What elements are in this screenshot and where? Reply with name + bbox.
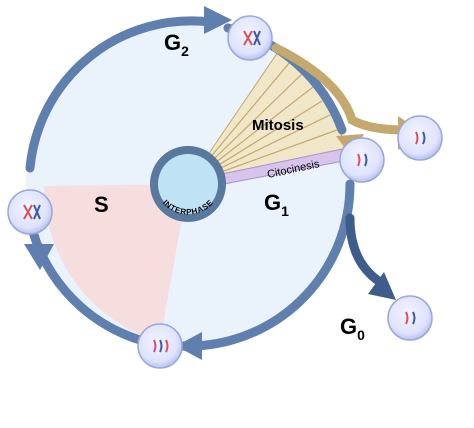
arrowhead-bottom <box>176 332 202 360</box>
cell-left <box>7 189 53 235</box>
g0-exit-arrowhead <box>368 272 396 300</box>
mitosis-exit-arrow <box>271 43 410 135</box>
cell-g1 <box>339 137 385 183</box>
g0-exit-arrow <box>345 213 385 287</box>
label-mitosis: Mitosis <box>252 117 304 134</box>
cell-g0 <box>387 295 433 341</box>
label-g2: G2 <box>164 30 189 59</box>
arrowhead-top <box>204 6 232 34</box>
label-g1: G1 <box>264 190 289 219</box>
cell-daughter <box>397 115 443 161</box>
label-s: S <box>94 192 109 217</box>
label-g0: G0 <box>340 314 365 343</box>
cell-top <box>227 15 273 61</box>
cell-bottom <box>137 323 183 369</box>
interphase-core <box>158 154 218 214</box>
arrowhead-left <box>24 244 54 270</box>
s-phase-sector <box>43 184 188 342</box>
